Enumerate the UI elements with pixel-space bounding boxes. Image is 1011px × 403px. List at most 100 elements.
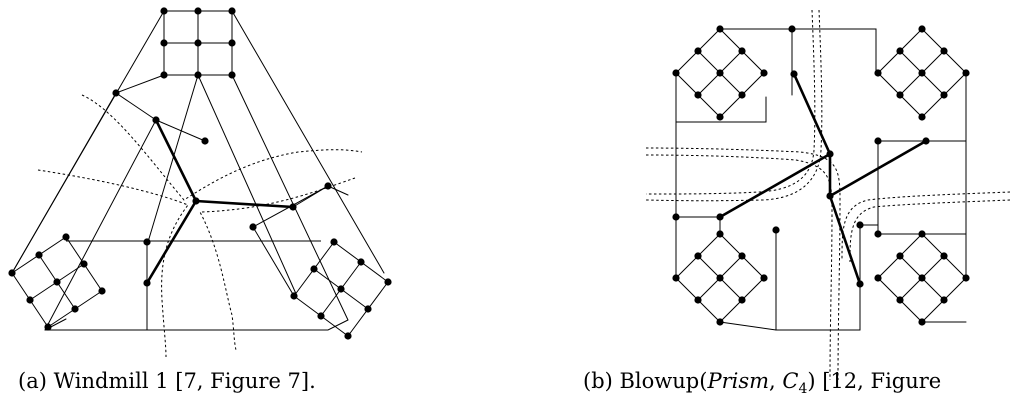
graph-vertex [940,252,948,260]
dashed-cut [645,154,833,381]
graph-edge [45,319,349,331]
caption-b-math2: C [782,369,798,393]
graph-vertex [330,238,338,246]
dashed-cut [645,147,841,381]
graph-vertex [143,279,151,287]
bold-edge [792,72,832,156]
graph-vertex [772,226,780,234]
graph-vertex [98,287,106,295]
graph-vertex [896,91,904,99]
graph-vertex [194,39,202,47]
graph-vertex [874,230,882,238]
graph-vertex [940,47,948,55]
caption-b-label: (b) Blowup( [583,369,707,393]
graph-vertex [738,47,746,55]
graph-vertex [152,116,160,124]
graph-vertex [896,252,904,260]
graph-edge [719,321,777,331]
graph-edge [197,74,298,297]
graph-vertex [874,69,882,77]
graph-edge [115,74,165,94]
graph-edge [11,92,117,274]
graph-vertex [249,223,257,231]
graph-vertex [738,296,746,304]
caption-a: (a) Windmill 1 [7, Figure 7]. [18,369,316,393]
graph-vertex [788,25,796,33]
bold-edge [718,152,832,219]
gadget-bottom-right [290,238,392,340]
graph-vertex [62,233,70,241]
graph-vertex [71,305,79,313]
graph-vertex [310,265,318,273]
caption-b-sub: 4 [798,381,807,397]
graph-edge [231,10,385,274]
graph-vertex [918,113,926,121]
graph-vertex [716,274,724,282]
graph-edge [44,318,67,331]
graph-vertex [940,296,948,304]
graph-edge [327,185,349,196]
graph-edge [252,226,295,297]
graph-vertex [357,258,365,266]
graph-vertex [53,278,61,286]
caption-b-rest: ) [12, Figure [807,369,941,393]
graph-vertex [918,25,926,33]
graph-vertex [874,137,882,145]
graph-edge [115,92,157,121]
gadget-top-left [672,25,768,121]
graph-vertex [826,150,834,158]
dashed-cut [37,169,189,358]
gadget-bottom-left [672,230,768,326]
graph-vertex [918,274,926,282]
graph-vertex [112,89,120,97]
graph-vertex [194,7,202,15]
graph-edge [720,28,877,73]
graph-vertex [790,70,798,78]
windmill-graph [8,7,392,358]
dashed-cut [81,94,363,201]
bold-edge [154,118,198,203]
gadget-bottom-right [874,230,970,326]
graph-vertex [344,332,352,340]
graph-vertex [201,137,209,145]
graph-vertex [738,252,746,260]
caption-b-math: Prism [706,369,769,393]
graph-vertex [918,69,926,77]
graph-vertex [44,323,52,331]
graph-edge [44,119,157,331]
graph-vertex [826,192,834,200]
graph-vertex [694,252,702,260]
graph-vertex [384,278,392,286]
blowup-graph [645,9,1011,381]
graph-vertex [317,312,325,320]
bold-edge [828,194,862,286]
graph-edge [155,119,206,142]
graph-vertex [716,113,724,121]
graph-vertex [856,280,864,288]
graph-vertex [694,296,702,304]
graph-vertex [856,221,864,229]
graph-vertex [896,296,904,304]
bold-edge [828,139,928,198]
graph-vertex [26,296,34,304]
bold-edge [194,199,295,209]
graph-vertex [738,91,746,99]
dashed-cut [645,9,823,202]
graph-vertex [289,203,297,211]
graph-vertex [716,69,724,77]
graph-vertex [80,260,88,268]
graph-vertex [228,39,236,47]
graph-vertex [694,47,702,55]
graph-vertex [922,137,930,145]
graph-edge [231,74,349,321]
gadget-top [160,7,236,79]
graph-vertex [716,213,724,221]
graph-vertex [192,197,200,205]
graph-edge [147,74,199,243]
graph-vertex [940,91,948,99]
dashed-cut [849,199,1011,263]
caption-b-sep: , [769,369,782,393]
graph-vertex [874,274,882,282]
